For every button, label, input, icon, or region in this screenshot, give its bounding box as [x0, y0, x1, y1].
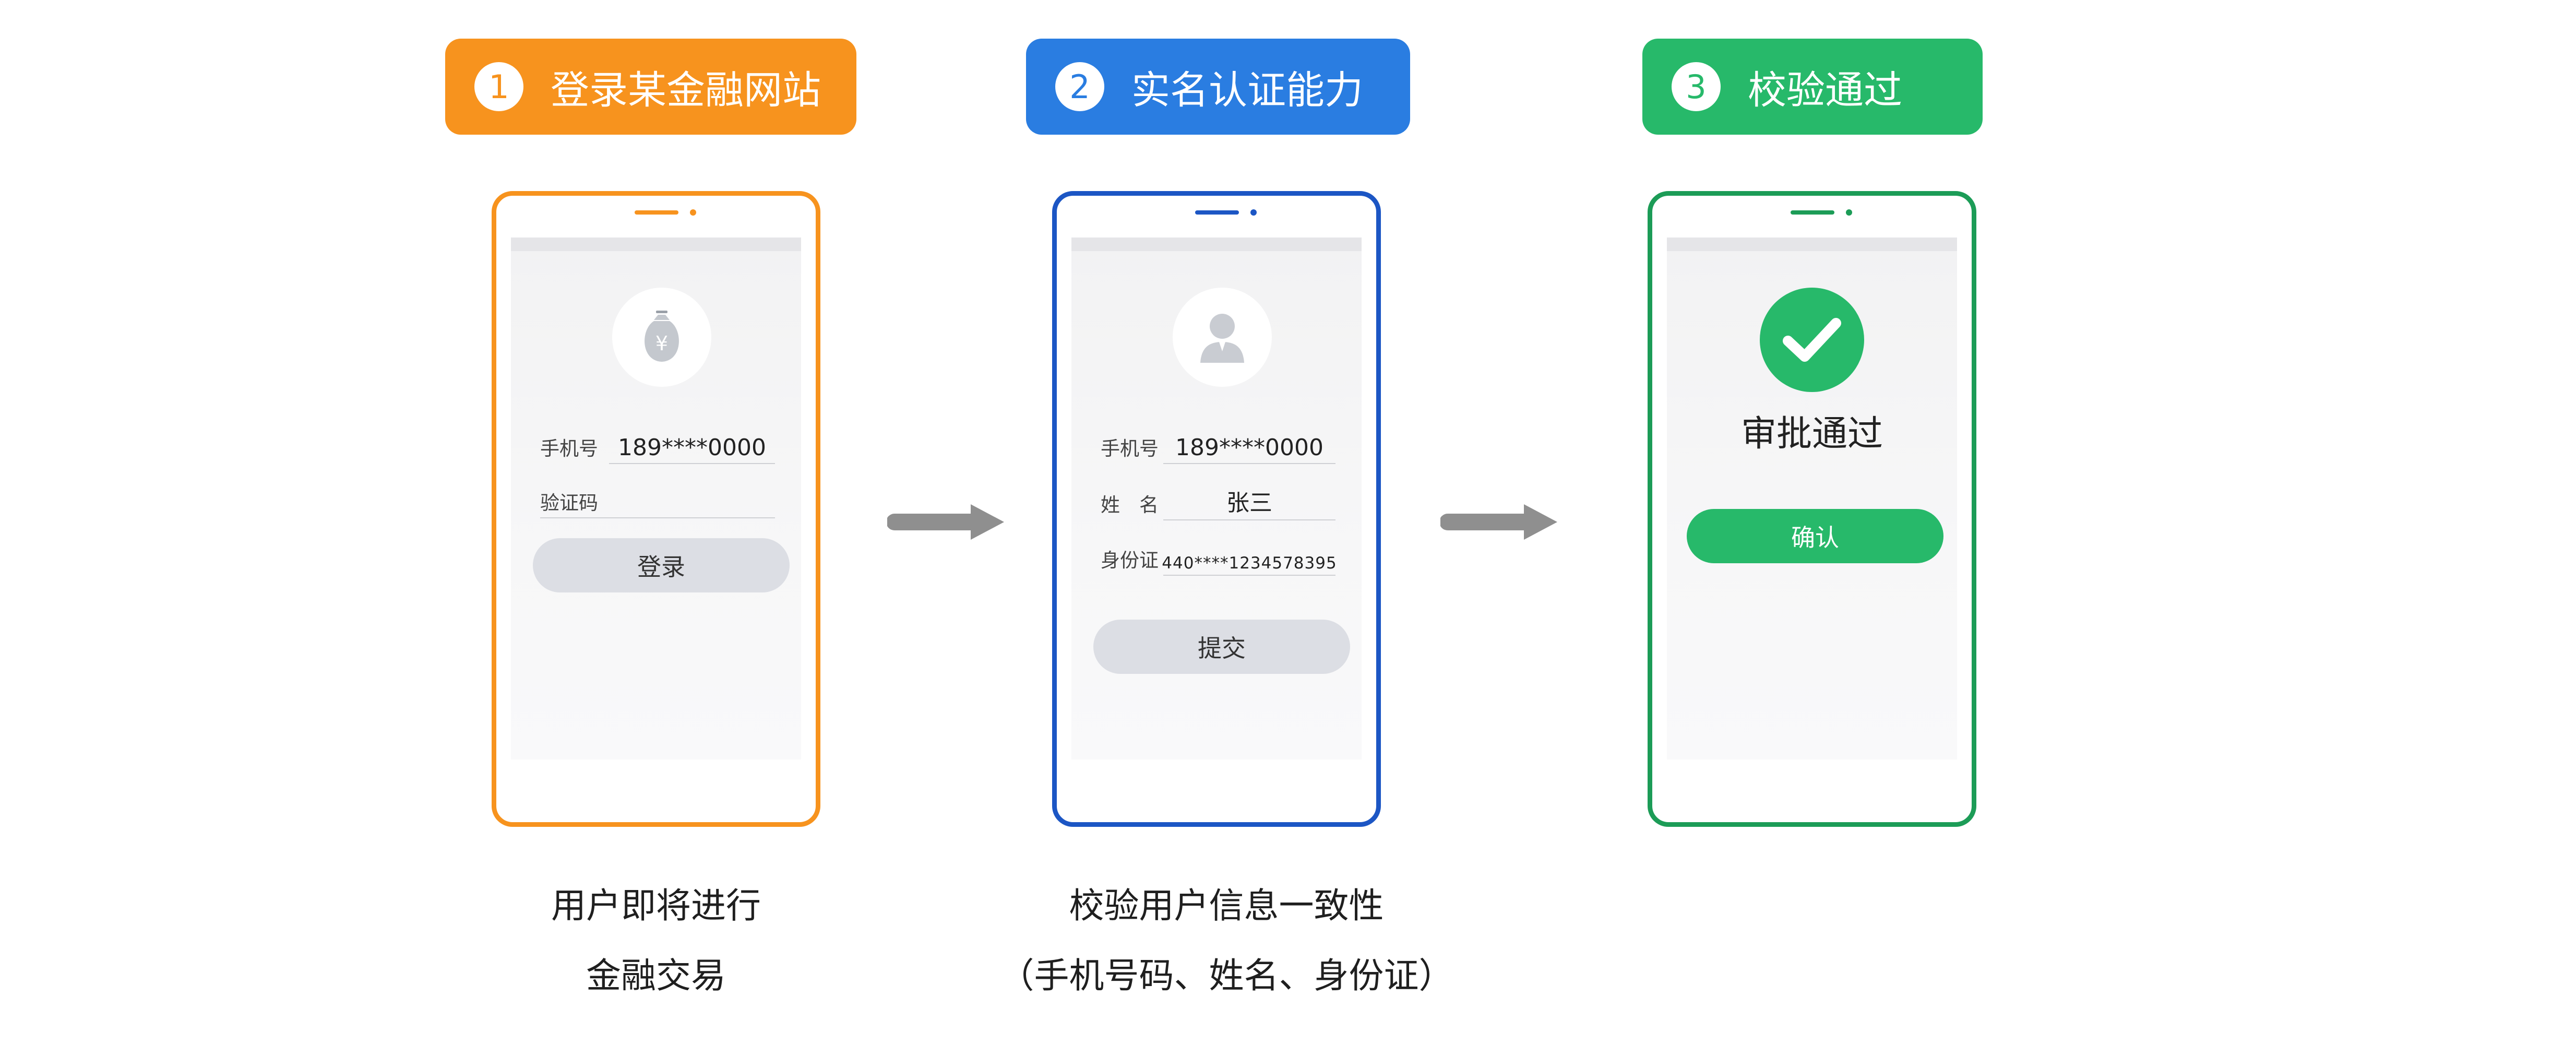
- step-2-badge: 2 实名认证能力: [1026, 39, 1410, 135]
- field-label: 身份证: [1101, 549, 1159, 572]
- phone-number-row: 手机号 189****0000: [540, 431, 775, 464]
- id-card-row: 身份证 440****1234578395: [1101, 542, 1337, 576]
- submit-button[interactable]: 提交: [1093, 620, 1350, 674]
- right-arrow-icon: [1440, 504, 1557, 540]
- step-title: 校验通过: [1748, 67, 1902, 113]
- phone-login: ¥ 手机号 189****0000 验证码 登录: [492, 191, 820, 827]
- name-field[interactable]: 张三: [1163, 487, 1335, 520]
- status-bar: [1667, 238, 1957, 251]
- avatar: [1173, 288, 1272, 387]
- phone-camera: [1846, 209, 1852, 216]
- checkmark-icon: [1783, 318, 1841, 362]
- step-3-badge: 3 校验通过: [1642, 39, 1983, 135]
- svg-text:¥: ¥: [655, 332, 668, 355]
- phone-screen: ¥ 手机号 189****0000 验证码 登录: [511, 238, 801, 760]
- field-label: 验证码: [540, 492, 598, 514]
- status-bar: [511, 238, 801, 251]
- phone-speaker: [1791, 210, 1834, 215]
- caption-line: 金融交易: [586, 955, 726, 996]
- phone-speaker: [1195, 210, 1239, 215]
- phone-camera: [690, 209, 696, 216]
- phone-screen: 审批通过 确认: [1667, 238, 1957, 760]
- caption-line: （手机号码、姓名、身份证）: [999, 955, 1454, 996]
- step-1-caption: 用户即将进行 金融交易: [499, 871, 813, 1011]
- step-title: 登录某金融网站: [551, 67, 821, 113]
- status-bar: [1071, 238, 1362, 251]
- phone-screen: 手机号 189****0000 姓 名 张三 身份证 440****123457…: [1071, 238, 1362, 760]
- step-number: 3: [1672, 62, 1721, 111]
- verification-code-row: 验证码: [540, 485, 775, 518]
- right-arrow-icon: [887, 504, 1004, 540]
- login-button[interactable]: 登录: [533, 538, 790, 592]
- step-2-caption: 校验用户信息一致性 （手机号码、姓名、身份证）: [950, 871, 1503, 1011]
- step-title: 实名认证能力: [1131, 67, 1363, 113]
- phone-number-row: 手机号 189****0000: [1101, 431, 1335, 464]
- step-number: 2: [1055, 62, 1104, 111]
- user-icon: [1200, 314, 1244, 363]
- confirm-button[interactable]: 确认: [1687, 509, 1943, 563]
- field-label: 手机号: [540, 437, 598, 460]
- phone-speaker: [635, 210, 678, 215]
- step-1-badge: 1 登录某金融网站: [445, 39, 856, 135]
- phone-verification: 手机号 189****0000 姓 名 张三 身份证 440****123457…: [1052, 191, 1381, 827]
- money-bag-icon: ¥: [645, 311, 679, 362]
- field-label: 姓 名: [1101, 494, 1159, 516]
- phone-number-field[interactable]: 189****0000: [609, 431, 775, 464]
- phone-number-field[interactable]: 189****0000: [1163, 431, 1335, 464]
- step-number: 1: [474, 62, 523, 111]
- field-label: 手机号: [1101, 437, 1159, 460]
- verification-code-field[interactable]: [540, 485, 775, 518]
- id-card-field[interactable]: 440****1234578395: [1162, 542, 1337, 576]
- caption-line: 用户即将进行: [551, 885, 761, 926]
- phone-approved: 审批通过 确认: [1648, 191, 1976, 827]
- avatar: ¥: [612, 288, 711, 387]
- phone-camera: [1250, 209, 1257, 216]
- approval-status: 审批通过: [1740, 413, 1883, 455]
- success-badge: [1760, 288, 1864, 392]
- caption-line: 校验用户信息一致性: [1069, 885, 1384, 926]
- name-row: 姓 名 张三: [1101, 487, 1335, 520]
